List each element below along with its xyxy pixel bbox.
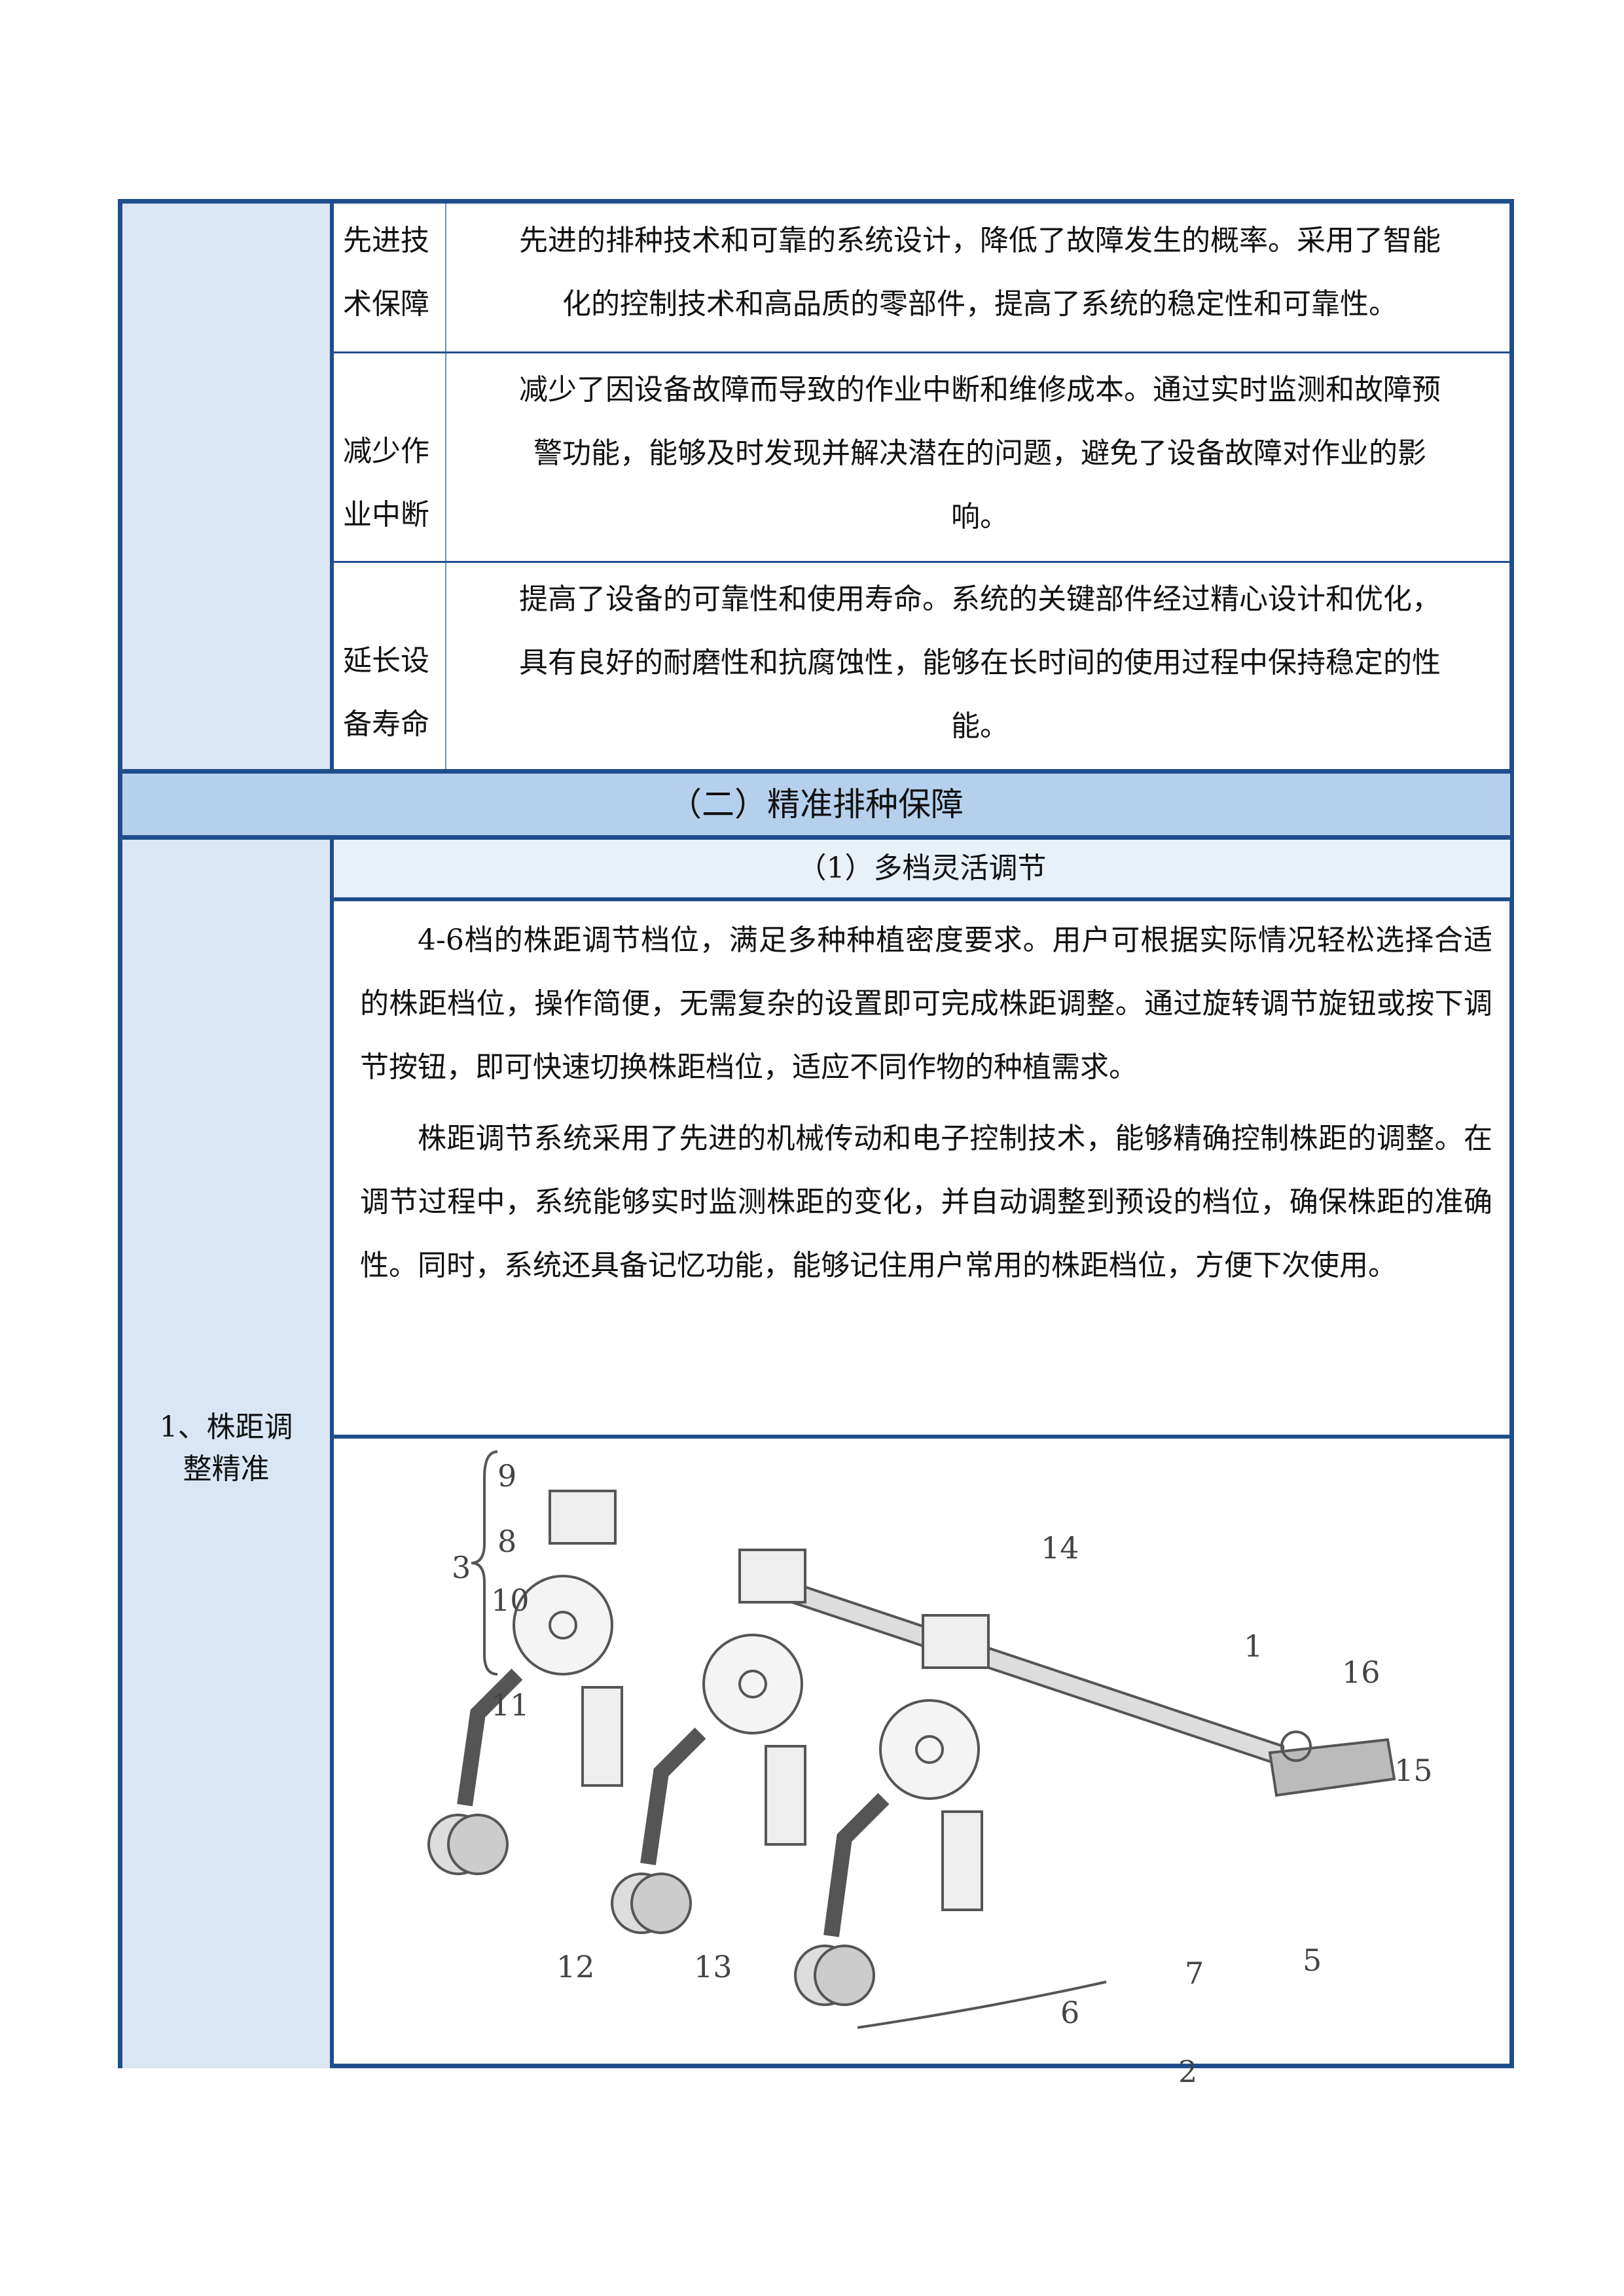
row-divider xyxy=(334,1435,1510,1439)
callout-label: 7 xyxy=(1185,1956,1204,1991)
callout-label: 1 xyxy=(1244,1628,1263,1664)
text-line: 响。 xyxy=(951,500,1009,533)
label-line: 延长设 xyxy=(343,644,429,677)
text-line: 减少了因设备故障而导致的作业中断和维修成本。通过实时监测和故障预 xyxy=(519,373,1441,406)
text-line: 先进的排种技术和可靠的系统设计，降低了故障发生的概率。采用了智能 xyxy=(519,224,1441,257)
paragraph: 4-6档的株距调节档位，满足多种种植密度要求。用户可根据实际情况轻松选择合适的株… xyxy=(360,924,1492,1084)
paragraph: 株距调节系统采用了先进的机械传动和电子控制技术，能够精确控制株距的调整。在调节过… xyxy=(360,1122,1492,1282)
cylinder xyxy=(1268,1738,1396,1797)
bracket xyxy=(857,1981,1107,2029)
callout-label: 2 xyxy=(1178,2054,1198,2089)
row-text-reduce-interruption: 减少了因设备故障而导致的作业中断和维修成本。通过实时监测和故障预 警功能，能够及… xyxy=(450,358,1510,548)
callout-label: 13 xyxy=(694,1949,732,1984)
item-description: 4-6档的株距调节档位，满足多种种植密度要求。用户可根据实际情况轻松选择合适的株… xyxy=(360,908,1492,1305)
left-empty-cell xyxy=(122,204,330,769)
callout-label: 3 xyxy=(452,1550,471,1585)
divider xyxy=(330,840,334,2068)
bracket xyxy=(471,1450,498,1676)
seeding-unit xyxy=(427,1490,623,1875)
row-label-advanced-tech: 先进技术保障 xyxy=(334,204,445,351)
row-label-reduce-interruption: 减少作业中断 xyxy=(334,420,445,547)
callout-label: 11 xyxy=(491,1687,530,1723)
callout-label: 15 xyxy=(1394,1753,1433,1788)
text-line: 提高了设备的可靠性和使用寿命。系统的关键部件经过精心设计和优化， xyxy=(519,583,1441,616)
row-divider xyxy=(334,561,1510,563)
item-label-line: 1、株距调 xyxy=(159,1410,293,1444)
text-line: 警功能，能够及时发现并解决潜在的问题，避免了设备故障对作业的影 xyxy=(533,437,1426,470)
row-text-advanced-tech: 先进的排种技术和可靠的系统设计，降低了故障发生的概率。采用了智能 化的控制技术和… xyxy=(450,209,1510,336)
pivot xyxy=(1280,1731,1312,1762)
label-line: 术保障 xyxy=(343,287,429,321)
label-line: 备寿命 xyxy=(343,708,429,741)
divider xyxy=(445,204,446,769)
subheader: （1）多档灵活调节 xyxy=(334,840,1510,901)
row-text-extend-life: 提高了设备的可靠性和使用寿命。系统的关键部件经过精心设计和优化， 具有良好的耐磨… xyxy=(450,567,1510,758)
callout-label: 6 xyxy=(1060,1995,1080,2030)
callout-label: 14 xyxy=(1041,1530,1079,1566)
divider xyxy=(330,204,334,769)
section-header: （二）精准排种保障 xyxy=(122,769,1510,840)
callout-label: 5 xyxy=(1303,1943,1322,1978)
row-label-extend-life: 延长设备寿命 xyxy=(334,629,445,756)
text-line: 具有良好的耐磨性和抗腐蚀性，能够在长时间的使用过程中保持稳定的性 xyxy=(519,646,1441,679)
seeder-diagram: 1 2 3 5 6 7 8 9 10 11 12 13 14 15 16 xyxy=(334,1439,1510,2089)
content-table: 先进技术保障 先进的排种技术和可靠的系统设计，降低了故障发生的概率。采用了智能 … xyxy=(118,199,1514,2089)
callout-label: 12 xyxy=(556,1949,595,1984)
callout-label: 16 xyxy=(1342,1655,1380,1690)
label-line: 减少作 xyxy=(343,435,429,468)
item-label-line: 整精准 xyxy=(183,1452,270,1486)
item-label-cell: 1、株距调 整精准 xyxy=(122,840,330,2068)
callout-label: 9 xyxy=(497,1458,517,1494)
label-line: 业中断 xyxy=(343,498,429,531)
callout-label: 8 xyxy=(497,1524,517,1559)
row-divider xyxy=(334,351,1510,353)
seeding-unit xyxy=(794,1614,990,2006)
seeder-illustration xyxy=(427,1450,1396,2029)
frame-beam xyxy=(751,1568,1284,1768)
text-line: 化的控制技术和高品质的零部件，提高了系统的稳定性和可靠性。 xyxy=(562,287,1398,321)
seeding-unit xyxy=(611,1549,806,1934)
callout-label: 10 xyxy=(491,1583,530,1618)
text-line: 能。 xyxy=(951,709,1009,743)
label-line: 先进技 xyxy=(343,224,429,257)
